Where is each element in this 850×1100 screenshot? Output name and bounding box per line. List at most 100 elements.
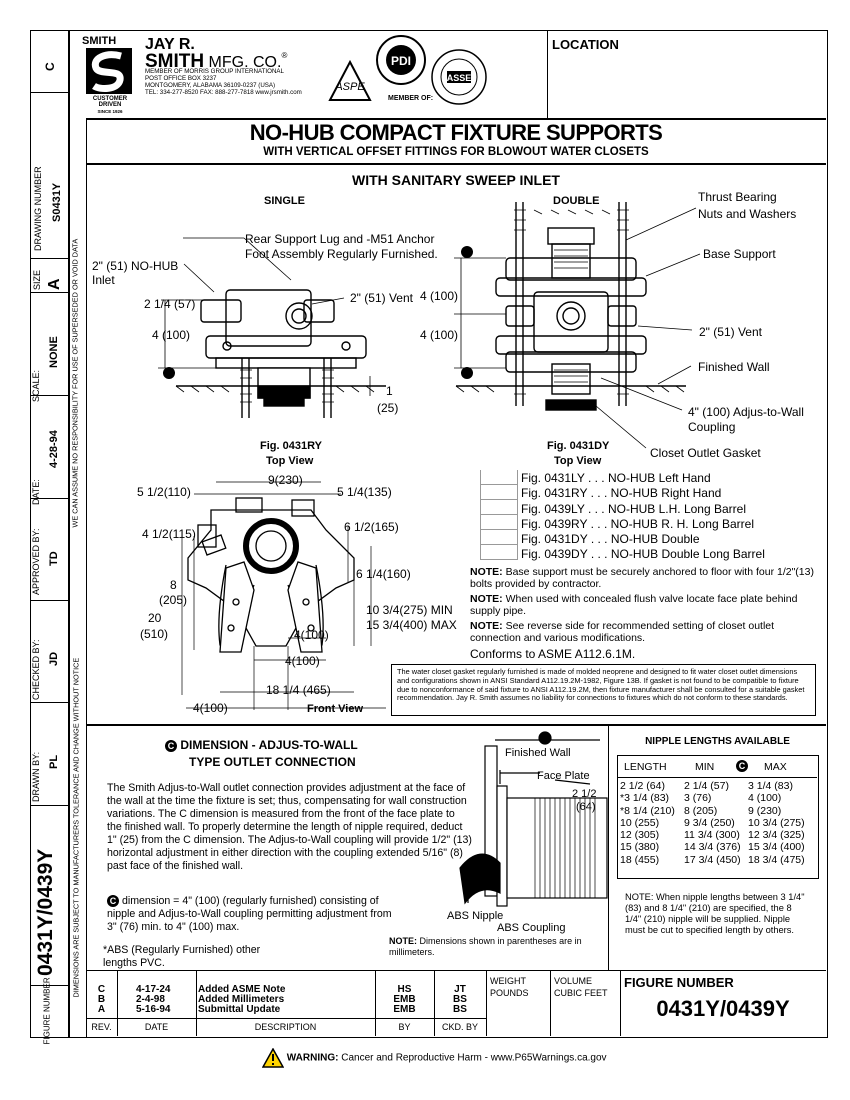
rev-header-rule [86,1018,486,1020]
dim-1: 1 [386,384,393,398]
drawing-number: S0431Y [51,182,63,222]
disclaimer-bottom: DIMENSIONS ARE SUBJECT TO MANUFACTURERS … [71,657,81,998]
col-line [196,970,197,1036]
dim-15-34: 15 3/4(400) MAX [366,618,457,632]
dimension-heading: C DIMENSION - ADJUS-TO-WALL [165,738,358,752]
section-title: WITH SANITARY SWEEP INLET [352,172,560,188]
smith-s-logo [86,48,132,94]
nohub-inlet-callout: 2" (51) NO-HUB [92,259,179,273]
warning-label: WARNING: [286,1052,339,1064]
dim-20: 20 [148,611,162,625]
dim-4-double-b: 4 (100) [420,328,459,342]
gasket-note-box: The water closet gasket regularly furnis… [391,664,816,716]
thrust-callout: Thrust Bearing [698,190,777,204]
date-value: 4-28-94 [48,430,60,468]
dim-25: (25) [377,401,399,415]
address-line: POST OFFICE BOX 3237 [145,75,217,82]
table-row: 2 1/2 (64)2 1/4 (57)3 1/4 (83) [620,780,793,792]
dim-2-12: 2 1/2 [572,788,597,800]
base-support-callout: Base Support [703,247,776,261]
dim-8: 8 [170,578,177,592]
rev-header-date: DATE [144,1022,169,1032]
table-row: *3 1/4 (83)3 (76)4 (100) [620,792,782,805]
top-view-single: Top View [266,455,314,467]
sheet-border [30,30,828,1038]
col-line [620,970,622,1036]
dim-5-12: 5 1/2(110) [137,485,191,499]
dim-4-double-a: 4 (100) [420,289,459,303]
member-of-text: MEMBER OF: [388,95,434,102]
header-bottom-rule [86,118,826,120]
address-line: MONTGOMERY, ALABAMA 36109-0237 (USA) [145,82,276,89]
figure-item: Fig. 0439DY . . . NO-HUB Double Long Bar… [521,547,765,562]
notes-block: NOTE: Base support must be securely anch… [470,566,820,661]
fig-ry-label: Fig. 0431RY [260,440,322,452]
dim-9: 9(230) [268,473,303,487]
figure-item: Fig. 0431LY . . . NO-HUB Left Hand [521,471,711,485]
nohub-inlet-callout-2: Inlet [92,273,115,287]
outlet-connection-drawing [459,731,608,907]
table-row: 18 (455)17 3/4 (450)18 3/4 (475) [620,853,805,866]
figure-list: Fig. 0431LY . . . NO-HUB Left Hand Fig. … [521,471,765,563]
aspe-logo: ASPE [328,60,372,101]
note-2: NOTE: When used with concealed flush val… [470,592,798,618]
company-smith: SMITH [145,51,205,72]
mm-note: NOTE: Dimensions shown in parentheses ar… [389,936,582,957]
nipple-col-min: MIN [695,761,715,773]
main-title: NO-HUB COMPACT FIXTURE SUPPORTS [249,120,663,145]
nipple-header-rule [617,777,817,778]
note-3: NOTE: See reverse side for recommended s… [470,619,775,645]
figure-item: Fig. 0439LY . . . NO-HUB L.H. Long Barre… [521,501,746,516]
side-strip-divider [68,30,70,1038]
figure-item: Fig. 0431DY . . . NO-HUB Double [521,532,700,547]
vent-double-callout: 2" (51) Vent [699,325,762,339]
figure-label-side: FIGURE NUMBER [42,977,52,1045]
figure-number-value: 0431Y/0439Y [656,996,790,1021]
svg-text:ASSE: ASSE [447,73,472,83]
top-view-drawings [158,202,701,449]
dim-20b: (510) [140,627,169,641]
figure-number-label: FIGURE NUMBER [624,975,734,990]
dim-4-a: 4(100) [294,628,329,642]
dim-8b: (205) [159,593,188,607]
svg-text:PDI: PDI [391,54,411,68]
pdi-logo: PDI [376,35,426,85]
size-label: SIZE [32,269,42,290]
customer-driven-text: CUSTOMER DRIVEN [92,96,128,108]
volume-label: VOLUME [554,976,593,986]
table-row: 10 (255)9 3/4 (250)10 3/4 (275) [620,816,805,829]
abs-note: *ABS (Regularly Furnished) other lengths… [103,944,261,969]
leader-lines [158,207,701,449]
abs-nipple-label: ABS Nipple [447,910,504,922]
nipple-table-box [617,755,819,879]
c-markers [163,246,473,379]
approved-value: TD [48,551,60,566]
logo-smith-text: SMITH [82,35,117,47]
rev-header-rev: REV. [91,1022,112,1032]
dim-6-14: 6 1/4(160) [356,567,411,581]
figure-item: Fig. 0431RY . . . NO-HUB Right Hand [521,486,722,501]
cubic-feet-label: CUBIC FEET [554,988,608,998]
vent-single-callout: 2" (51) Vent [350,291,413,305]
conforms-note: Conforms to ASME A112.6.1M. [470,647,636,662]
single-assembly-drawing [175,289,386,418]
company-address: MEMBER OF MORRIS GROUP INTERNATIONAL POS… [145,68,302,96]
warning-text: Cancer and Reproductive Harm - www.P65Wa… [338,1052,607,1064]
rev-header-ckd: CKD. BY [441,1022,478,1032]
scale-value: NONE [48,336,60,368]
dim-10-34: 10 3/4(275) MIN [366,603,453,617]
asse-logo: ASSE [431,49,487,105]
abs-coupling-label: ABS Coupling [497,922,566,934]
gasket-callout: Closet Outlet Gasket [650,446,761,460]
dimension-paragraph: The Smith Adjus-to-Wall outlet connectio… [107,782,472,872]
figure-checkboxes [480,470,518,560]
company-jay-r: JAY R. [145,36,195,53]
drawn-value: PL [48,754,60,769]
svg-text:ASPE: ASPE [334,81,365,93]
checked-label: CHECKED BY: [31,639,41,700]
